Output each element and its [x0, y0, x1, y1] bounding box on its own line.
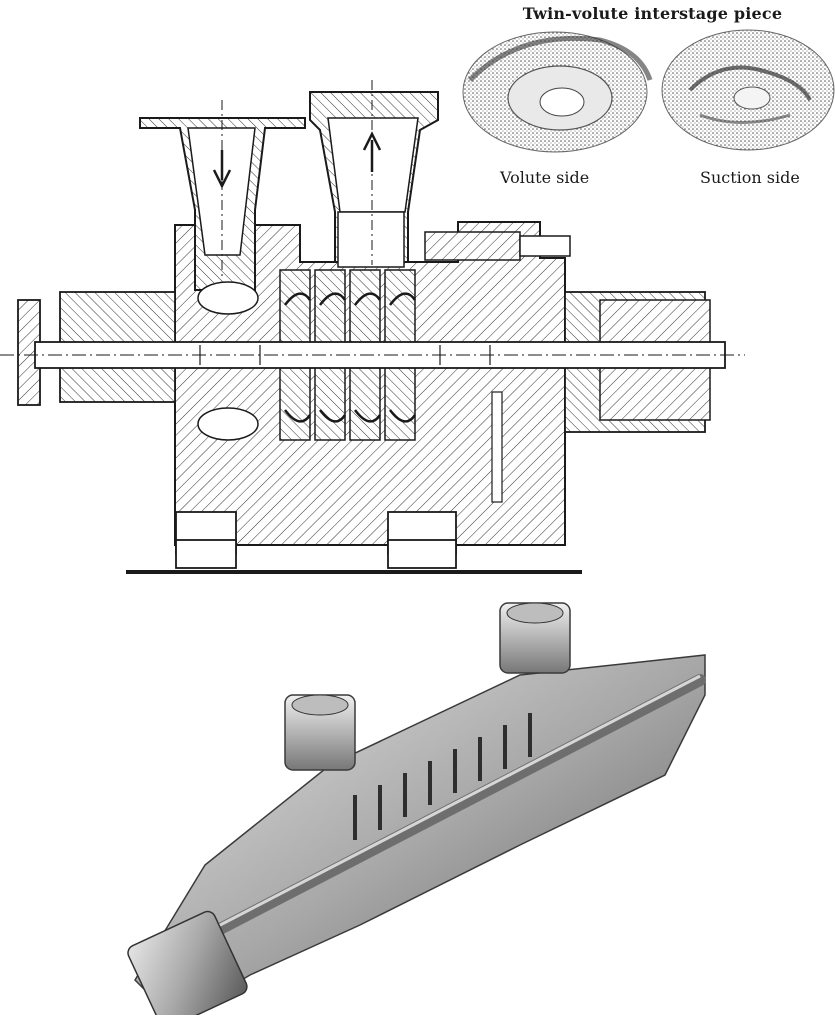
inset-title: Twin-volute interstage piece [522, 4, 783, 23]
cutaway-impeller-stages [353, 713, 532, 840]
volute-side-piece-image [462, 31, 653, 153]
inflow-arrow [212, 150, 232, 189]
cutaway-bearing-housing [127, 910, 248, 1015]
volute-side-caption: Volute side [500, 168, 590, 187]
suction-side-piece-image [661, 29, 835, 151]
pump-cross-section-drawing [0, 80, 745, 574]
outflow-arrow [362, 131, 382, 172]
interstage-piece-images [462, 29, 835, 153]
pump-cutaway-render [127, 602, 706, 1015]
cutaway-shaft [164, 674, 706, 961]
suction-side-caption: Suction side [700, 168, 800, 187]
